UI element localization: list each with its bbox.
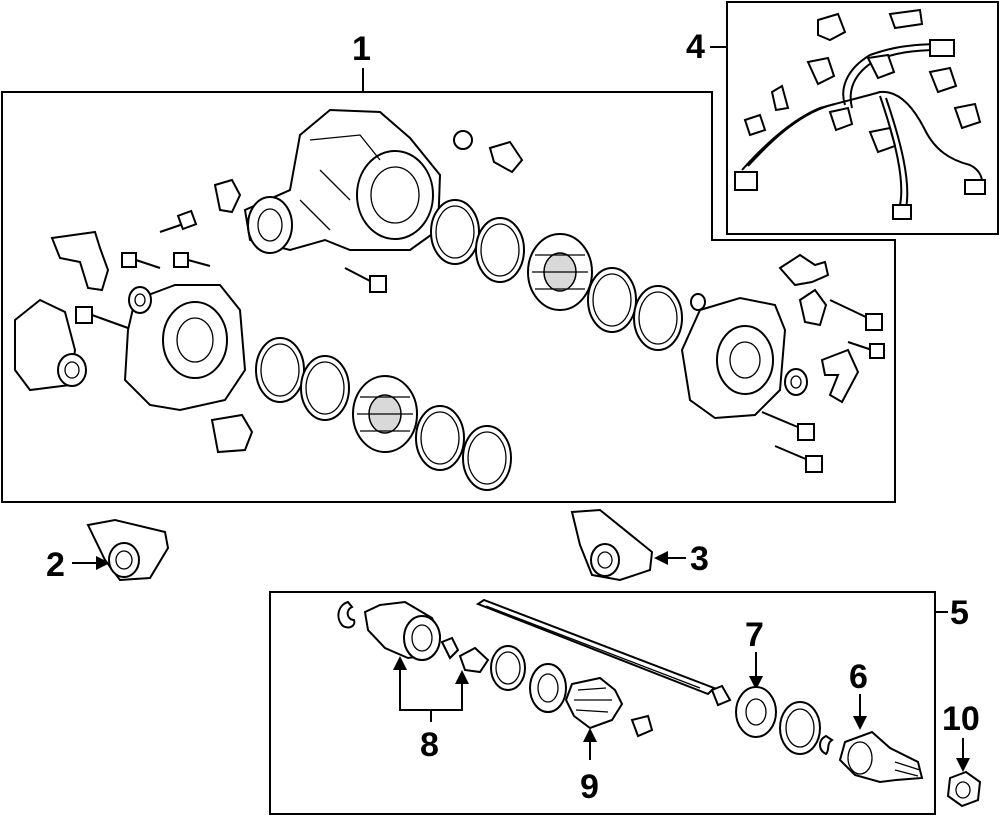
axle-shaft-frame	[269, 591, 936, 815]
sensor-top[interactable]	[453, 130, 524, 174]
shaft-clip[interactable]	[710, 684, 732, 707]
mount-right[interactable]	[570, 508, 654, 582]
right-cover-housing[interactable]	[680, 296, 787, 420]
callout-3[interactable]: 3	[654, 540, 709, 578]
bolt-right-3[interactable]	[761, 411, 815, 441]
outer-boot-band[interactable]	[735, 686, 777, 738]
boot-band-inner[interactable]	[490, 645, 526, 691]
connector-right[interactable]	[798, 288, 828, 327]
left-cover-housing[interactable]	[123, 284, 247, 412]
connector-lower-left[interactable]	[210, 413, 254, 454]
bolt-right-4[interactable]	[774, 445, 823, 473]
o-ring-upper-4[interactable]	[633, 285, 683, 351]
boot-clamp[interactable]	[630, 714, 654, 738]
svg-text:8: 8	[420, 726, 439, 764]
callout-10[interactable]: 10	[942, 700, 980, 772]
o-ring-upper-2[interactable]	[475, 217, 525, 283]
wire-harness[interactable]	[734, 8, 986, 220]
svg-text:7: 7	[745, 616, 764, 654]
spindle-nut[interactable]	[946, 770, 982, 808]
bracket-upper-left[interactable]	[50, 230, 110, 292]
callout-1[interactable]: 1	[352, 30, 371, 92]
snap-ring-inner[interactable]	[337, 600, 356, 629]
callout-2[interactable]: 2	[46, 546, 110, 584]
differential-assembly-frame	[1, 91, 896, 503]
callout-8[interactable]: 8	[393, 656, 469, 764]
seal-right[interactable]	[784, 368, 808, 396]
callout-5[interactable]: 5	[935, 594, 969, 632]
bolt-left-1[interactable]	[159, 209, 198, 233]
seal-left[interactable]	[128, 286, 152, 314]
bolt-left-long[interactable]	[75, 306, 129, 329]
outer-cv-joint[interactable]	[838, 730, 924, 784]
svg-text:9: 9	[580, 768, 599, 806]
bolt-right-1[interactable]	[829, 299, 883, 331]
o-ring-lower-4[interactable]	[462, 425, 512, 491]
inner-joint-housing[interactable]	[363, 600, 442, 661]
tripod-joint[interactable]	[440, 636, 490, 674]
snap-ring-outer[interactable]	[819, 734, 834, 756]
o-ring-upper-1[interactable]	[430, 199, 480, 265]
axle-shaft[interactable]	[475, 598, 716, 696]
bolt-right-2[interactable]	[847, 341, 885, 359]
cv-boot[interactable]	[564, 676, 624, 730]
callout-9[interactable]: 9	[580, 728, 599, 806]
svg-text:3: 3	[690, 540, 709, 578]
clutch-pack-upper[interactable]	[527, 233, 593, 311]
spacer-upper[interactable]	[690, 293, 706, 311]
callout-7[interactable]: 7	[745, 616, 764, 690]
o-ring-lower-3[interactable]	[415, 405, 465, 471]
wire-harness-frame	[726, 1, 999, 235]
o-ring-lower-1[interactable]	[255, 337, 305, 403]
differential-carrier-housing[interactable]	[243, 108, 442, 254]
left-mount-bracket[interactable]	[14, 298, 87, 392]
svg-text:6: 6	[849, 658, 868, 696]
outer-boot-ring[interactable]	[779, 701, 821, 755]
o-ring-upper-3[interactable]	[587, 267, 637, 333]
o-ring-lower-2[interactable]	[300, 355, 350, 421]
callout-4[interactable]: 4	[686, 28, 727, 66]
svg-text:10: 10	[942, 700, 980, 738]
bolt-center[interactable]	[344, 267, 387, 293]
svg-text:2: 2	[46, 546, 65, 584]
svg-text:4: 4	[686, 28, 705, 66]
sensor-right[interactable]	[778, 253, 830, 287]
mount-left[interactable]	[86, 518, 170, 582]
sensor-left[interactable]	[213, 178, 242, 214]
svg-text:1: 1	[352, 30, 371, 68]
boot-band-inner-2[interactable]	[529, 663, 567, 713]
bracket-right[interactable]	[820, 348, 860, 404]
bolt-left-3[interactable]	[173, 252, 211, 268]
bolt-left-2[interactable]	[121, 252, 161, 269]
callout-6[interactable]: 6	[849, 658, 868, 730]
clutch-pack-lower[interactable]	[352, 375, 418, 453]
svg-text:5: 5	[950, 594, 969, 632]
